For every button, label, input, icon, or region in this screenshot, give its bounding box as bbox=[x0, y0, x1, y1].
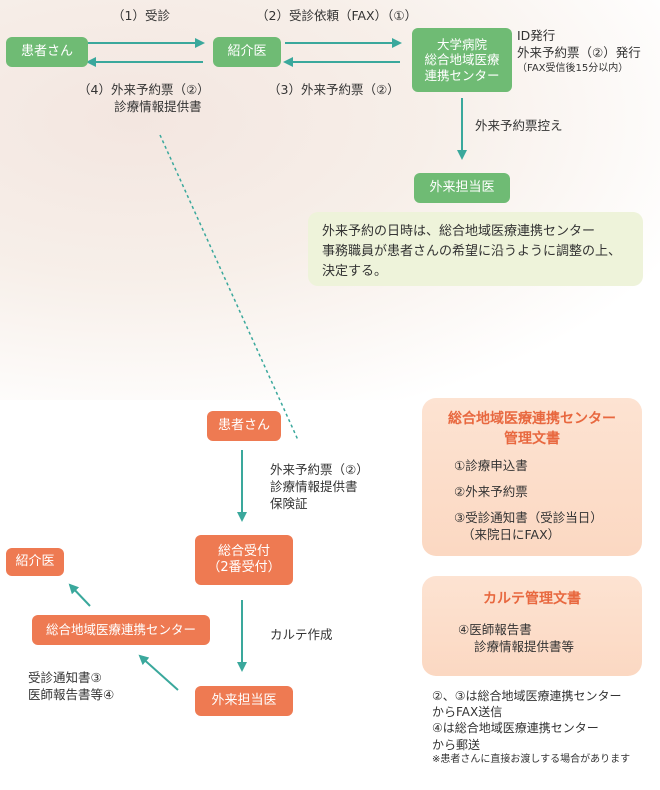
label-bring: 外来予約票（②） 診療情報提供書 保険証 bbox=[270, 462, 369, 513]
label-bring-line-3: 保険証 bbox=[270, 495, 308, 511]
node-center-top: 大学病院 総合地域医療 連携センター bbox=[412, 28, 512, 92]
note-box: 外来予約の日時は、総合地域医療連携センター 事務職員が患者さんの希望に沿うように… bbox=[308, 212, 643, 286]
note-line-1: 外来予約の日時は、総合地域医療連携センター bbox=[322, 224, 596, 239]
label-to-patient: （4）外来予約票（②） 診療情報提供書 bbox=[78, 82, 210, 116]
footnotes: ②、③は総合地域医療連携センター からFAX送信 ④は総合地域医療連携センター … bbox=[432, 688, 630, 766]
node-outpatient-doctor-bottom: 外来担当医 bbox=[195, 686, 293, 716]
note-line-3: 決定する。 bbox=[322, 264, 388, 280]
footnote-small: ※患者さんに直接お渡しする場合があります bbox=[432, 753, 631, 765]
label-chart: カルテ作成 bbox=[270, 627, 333, 642]
footnote-line-4: から郵送 bbox=[432, 737, 481, 752]
panel-center-title-line-1: 総合地域医療連携センター bbox=[448, 411, 616, 427]
label-ticket-return: （3）外来予約票（②） bbox=[268, 82, 400, 97]
label-docs: 受診通知書③ 医師報告書等④ bbox=[28, 670, 114, 704]
label-to-patient-line-2: 診療情報提供書 bbox=[114, 98, 202, 114]
label-issue-line-2: 外来予約票（②）発行 bbox=[517, 44, 641, 60]
node-patient-bottom: 患者さん bbox=[207, 411, 281, 441]
panel-center-title-line-2: 管理文書 bbox=[504, 430, 560, 447]
panel-chart-item-1: ④医師報告書 bbox=[458, 622, 532, 637]
label-to-patient-line-1: （4）外来予約票（②） bbox=[78, 82, 210, 97]
arrow-to-referring bbox=[68, 583, 91, 607]
label-bring-line-2: 診療情報提供書 bbox=[270, 478, 358, 494]
label-request: （2）受診依頼（FAX）（①） bbox=[256, 8, 418, 23]
node-center-bottom: 総合地域医療連携センター bbox=[32, 615, 210, 645]
center-line-1: 大学病院 bbox=[436, 36, 487, 52]
footnote-line-3: ④は総合地域医療連携センター bbox=[432, 721, 599, 736]
reception-line-1: 総合受付 bbox=[217, 543, 270, 559]
node-reception: 総合受付 （2番受付） bbox=[195, 535, 293, 585]
label-docs-line-1: 受診通知書③ bbox=[28, 670, 102, 685]
label-issue-line-3: （FAX受信後15分以内） bbox=[517, 62, 629, 74]
panel-chart-documents: カルテ管理文書 ④医師報告書 診療情報提供書等 bbox=[422, 576, 642, 676]
node-patient-top: 患者さん bbox=[6, 37, 88, 67]
center-line-3: 連携センター bbox=[424, 67, 500, 83]
footnote-line-1: ②、③は総合地域医療連携センター bbox=[432, 689, 622, 703]
center-line-2: 総合地域医療 bbox=[424, 52, 500, 68]
panel-center-item-3: ③受診通知書（受診当日） bbox=[454, 510, 603, 525]
node-referring-doctor-top: 紹介医 bbox=[213, 37, 281, 67]
panel-center-documents: 総合地域医療連携センター 管理文書 ①診療申込書 ②外来予約票 ③受診通知書（受… bbox=[422, 398, 642, 556]
label-copy: 外来予約票控え bbox=[475, 118, 563, 133]
panel-chart-item-2: 診療情報提供書等 bbox=[474, 639, 575, 654]
panel-center-item-1: ①診療申込書 bbox=[454, 458, 528, 473]
label-issue-line-1: ID発行 bbox=[517, 28, 556, 43]
arrow-docs bbox=[138, 654, 179, 691]
panel-chart-title: カルテ管理文書 bbox=[483, 591, 581, 607]
panel-center-item-2: ②外来予約票 bbox=[454, 484, 528, 499]
dashed-link bbox=[159, 134, 299, 441]
reception-line-2: （2番受付） bbox=[207, 560, 281, 575]
panel-center-title: 総合地域医療連携センター 管理文書 bbox=[422, 410, 642, 449]
panel-center-item-4: （来院日にFAX） bbox=[462, 527, 561, 542]
note-line-2: 事務職員が患者さんの希望に沿うように調整の上、 bbox=[322, 244, 622, 260]
footnote-line-2: からFAX送信 bbox=[432, 705, 503, 720]
label-docs-line-2: 医師報告書等④ bbox=[28, 686, 115, 702]
label-visit: （1）受診 bbox=[112, 8, 170, 23]
label-issue: ID発行 外来予約票（②）発行 （FAX受信後15分以内） bbox=[517, 28, 641, 75]
node-outpatient-doctor-top: 外来担当医 bbox=[414, 173, 510, 203]
node-referring-doctor-bottom: 紹介医 bbox=[6, 548, 64, 576]
label-bring-line-1: 外来予約票（②） bbox=[270, 462, 369, 477]
background-wash bbox=[0, 0, 660, 400]
